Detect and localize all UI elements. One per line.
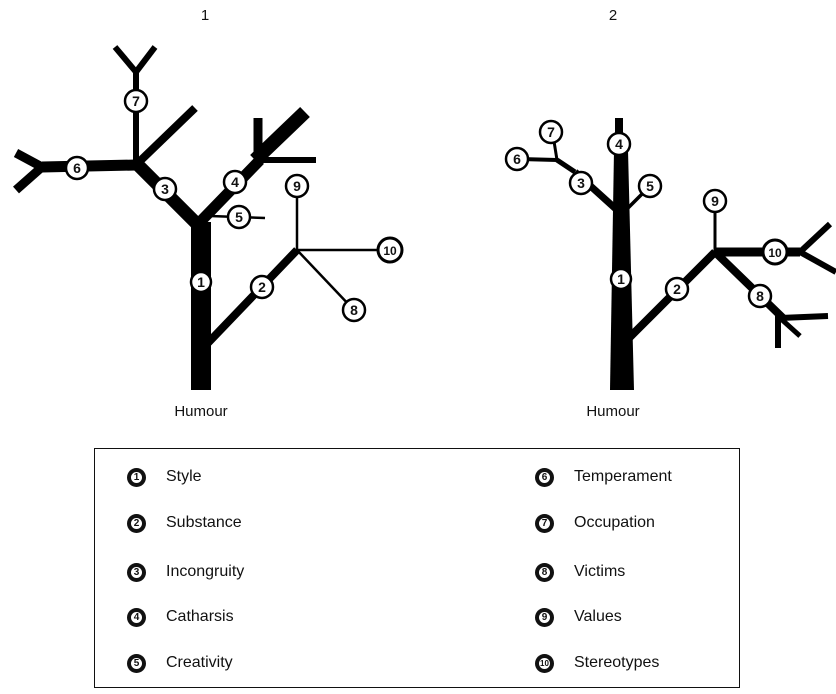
- svg-text:9: 9: [293, 178, 301, 194]
- tree1-marker-2: 2: [249, 274, 275, 300]
- tree-2-markers: 1 2 3 4 5 6 7 8 9 10: [504, 119, 789, 309]
- svg-text:7: 7: [547, 124, 555, 140]
- legend-label-10: Stereotypes: [574, 654, 660, 671]
- legend-item-7: 7 Occupation: [535, 510, 655, 536]
- svg-text:5: 5: [646, 178, 654, 194]
- tree2-marker-7: 7: [538, 119, 564, 145]
- legend-marker-8: 8: [535, 562, 554, 582]
- legend-marker-6: 6: [535, 467, 554, 487]
- tree-1-markers: 1 2 3 4 5 6 7 8 9 10: [64, 88, 404, 323]
- legend-item-10: 10 Stereotypes: [535, 650, 659, 676]
- svg-text:2: 2: [673, 281, 681, 297]
- tree-2-label: Humour: [586, 403, 639, 420]
- svg-text:7: 7: [132, 93, 140, 109]
- tree2-marker-2: 2: [664, 276, 690, 302]
- humour-trees-diagram: 1 2 1 2 3 4 5 6 7: [13, 7, 836, 420]
- tree1-marker-9: 9: [284, 173, 310, 199]
- legend-label-2: Substance: [166, 514, 242, 531]
- legend-label-9: Values: [574, 608, 622, 625]
- legend-item-6: 6 Temperament: [535, 464, 672, 490]
- tree1-marker-3: 3: [152, 176, 178, 202]
- legend-item-9: 9 Values: [535, 604, 622, 630]
- tree-1-label: Humour: [174, 403, 227, 420]
- legend-label-1: Style: [166, 468, 202, 485]
- tree1-marker-4: 4: [222, 169, 248, 195]
- tree1-marker-6: 6: [64, 155, 90, 181]
- legend-marker-4: 4: [127, 607, 146, 627]
- legend-label-3: Incongruity: [166, 563, 245, 580]
- svg-text:5: 5: [235, 209, 243, 225]
- tree1-marker-5: 5: [226, 204, 252, 230]
- svg-text:1: 1: [617, 271, 625, 287]
- tree2-marker-9: 9: [702, 188, 728, 214]
- tree2-marker-6: 6: [504, 146, 530, 172]
- legend-marker-1: 1: [127, 467, 146, 487]
- svg-text:3: 3: [161, 181, 169, 197]
- svg-text:10: 10: [768, 246, 782, 260]
- svg-text:4: 4: [231, 174, 239, 190]
- legend-box: 1 Style 2 Substance 3 Incongruity 4 Cath…: [94, 448, 740, 688]
- svg-text:6: 6: [513, 151, 521, 167]
- legend-marker-9: 9: [535, 607, 554, 627]
- legend-item-2: 2 Substance: [127, 510, 242, 536]
- diagram-title-2: 2: [609, 7, 617, 24]
- tree1-marker-10: 10: [376, 236, 404, 264]
- svg-text:8: 8: [756, 288, 764, 304]
- tree1-marker-7: 7: [123, 88, 149, 114]
- legend-label-8: Victims: [574, 563, 626, 580]
- legend-marker-7: 7: [535, 513, 554, 533]
- legend-item-8: 8 Victims: [535, 559, 625, 585]
- legend-label-6: Temperament: [574, 468, 672, 485]
- tree-1: [13, 45, 388, 390]
- tree2-marker-8: 8: [747, 283, 773, 309]
- svg-text:10: 10: [383, 244, 397, 258]
- legend-marker-3: 3: [127, 562, 146, 582]
- legend-label-5: Creativity: [166, 654, 233, 671]
- svg-text:2: 2: [258, 279, 266, 295]
- legend-marker-10: 10: [535, 653, 554, 673]
- tree2-marker-3: 3: [568, 170, 594, 196]
- svg-text:9: 9: [711, 193, 719, 209]
- tree2-marker-4: 4: [606, 131, 632, 157]
- tree2-marker-1: 1: [609, 267, 633, 291]
- legend-item-4: 4 Catharsis: [127, 604, 234, 630]
- legend-item-1: 1 Style: [127, 464, 202, 490]
- tree2-marker-10: 10: [761, 238, 789, 266]
- svg-text:3: 3: [577, 175, 585, 191]
- tree-2: [519, 118, 836, 390]
- legend-label-7: Occupation: [574, 514, 655, 531]
- svg-text:8: 8: [350, 302, 358, 318]
- svg-text:1: 1: [197, 274, 205, 290]
- tree1-marker-1: 1: [189, 270, 213, 294]
- legend-marker-5: 5: [127, 653, 146, 673]
- legend-label-4: Catharsis: [166, 608, 234, 625]
- svg-text:4: 4: [615, 136, 623, 152]
- tree2-marker-5: 5: [637, 173, 663, 199]
- diagram-title-1: 1: [201, 7, 209, 24]
- legend-item-3: 3 Incongruity: [127, 559, 244, 585]
- legend-item-5: 5 Creativity: [127, 650, 233, 676]
- svg-text:6: 6: [73, 160, 81, 176]
- tree1-marker-8: 8: [341, 297, 367, 323]
- legend-marker-2: 2: [127, 513, 146, 533]
